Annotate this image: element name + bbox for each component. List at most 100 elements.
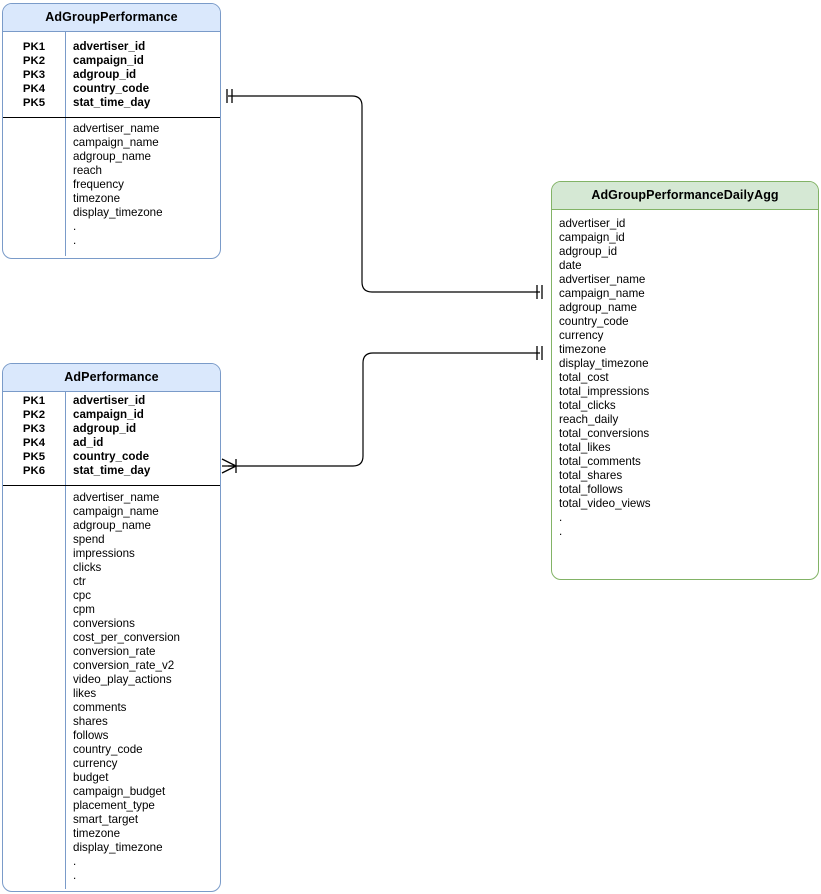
relationship-adgroup-to-agg[interactable]: [226, 89, 543, 299]
attribute-row: campaign_name: [3, 505, 220, 519]
primary-key-name: ad_id: [73, 435, 104, 449]
attribute-name: currency: [559, 328, 604, 342]
attribute-name: display_timezone: [73, 840, 163, 854]
attribute-name: currency: [73, 756, 118, 770]
primary-key-name: stat_time_day: [73, 95, 151, 109]
attribute-name: country_code: [73, 742, 143, 756]
attribute-row: comments: [3, 701, 220, 715]
attribute-name: campaign_name: [73, 135, 159, 149]
attribute-row: total_likes: [559, 441, 818, 455]
attribute-row: date: [559, 259, 818, 273]
entity-ad-performance[interactable]: AdPerformance PK1 advertiser_id PK2 camp…: [2, 363, 221, 892]
primary-key-name: country_code: [73, 81, 150, 95]
primary-key-tag: PK3: [22, 422, 46, 435]
attribute-row: adgroup_id: [559, 245, 818, 259]
entity-body-adgroup-performance: PK1 advertiser_id PK2 campaign_id PK3 ad…: [3, 31, 220, 256]
attribute-row: advertiser_name: [3, 122, 220, 136]
attribute-row: adgroup_name: [559, 301, 818, 315]
key-column-divider: [65, 31, 66, 256]
attribute-row: ctr: [3, 575, 220, 589]
cardinality-one-and-only-one-left: [226, 89, 233, 103]
attribute-name: display_timezone: [73, 205, 163, 219]
attribute-row: total_impressions: [559, 385, 818, 399]
attribute-row-ellipsis: .: [3, 220, 220, 234]
attribute-row: advertiser_id: [559, 217, 818, 231]
attribute-row: campaign_name: [3, 136, 220, 150]
attribute-row: frequency: [3, 178, 220, 192]
primary-key-tag: PK2: [22, 408, 46, 421]
primary-key-name: advertiser_id: [73, 39, 146, 53]
attribute-row: total_comments: [559, 455, 818, 469]
primary-key-tag: PK3: [22, 68, 46, 81]
primary-key-list-adgroup-performance: PK1 advertiser_id PK2 campaign_id PK3 ad…: [3, 32, 220, 110]
attribute-name: ctr: [73, 574, 86, 588]
attribute-row-ellipsis: .: [3, 234, 220, 248]
attribute-name: total_likes: [559, 440, 611, 454]
primary-key-name: advertiser_id: [73, 393, 146, 407]
attribute-name: display_timezone: [559, 356, 649, 370]
key-column-divider: [65, 391, 66, 889]
primary-key-name: campaign_id: [73, 407, 144, 421]
attribute-name: .: [73, 868, 77, 882]
primary-key-row: PK3 adgroup_id: [3, 422, 220, 436]
attribute-name: campaign_name: [73, 504, 159, 518]
attribute-row: display_timezone: [3, 841, 220, 855]
attribute-row: reach_daily: [559, 413, 818, 427]
attribute-name: campaign_id: [559, 230, 625, 244]
attribute-row: currency: [559, 329, 818, 343]
attribute-name: timezone: [559, 342, 607, 356]
attribute-row: smart_target: [3, 813, 220, 827]
attribute-name: likes: [73, 686, 97, 700]
primary-key-tag: PK1: [22, 394, 46, 407]
attribute-row: placement_type: [3, 799, 220, 813]
entity-body-ad-performance: PK1 advertiser_id PK2 campaign_id PK3 ad…: [3, 391, 220, 889]
primary-key-name: stat_time_day: [73, 463, 151, 477]
primary-key-row: PK3 adgroup_id: [3, 68, 220, 82]
attribute-name: .: [559, 524, 563, 538]
attribute-name: adgroup_name: [73, 149, 151, 163]
attribute-name: campaign_name: [559, 286, 645, 300]
attribute-row: campaign_id: [559, 231, 818, 245]
attribute-row: budget: [3, 771, 220, 785]
primary-key-name: campaign_id: [73, 53, 144, 67]
attribute-row: impressions: [3, 547, 220, 561]
attribute-name: reach: [73, 163, 103, 177]
attribute-row: conversion_rate_v2: [3, 659, 220, 673]
relationship-ad-to-agg[interactable]: [221, 346, 543, 474]
attribute-name: cost_per_conversion: [73, 630, 180, 644]
entity-adgroup-performance[interactable]: AdGroupPerformance PK1 advertiser_id PK2…: [2, 3, 221, 259]
key-attribute-divider: [3, 116, 220, 118]
cardinality-one-and-only-one-right-top: [536, 285, 543, 299]
attribute-name: smart_target: [73, 812, 139, 826]
attribute-name: clicks: [73, 560, 102, 574]
attribute-list-adgroup-performance: advertiser_name campaign_name adgroup_na…: [3, 110, 220, 248]
attribute-row: country_code: [559, 315, 818, 329]
attribute-row: total_clicks: [559, 399, 818, 413]
primary-key-row: PK4 country_code: [3, 82, 220, 96]
attribute-name: frequency: [73, 177, 124, 191]
attribute-name: total_follows: [559, 482, 623, 496]
attribute-name: timezone: [73, 826, 121, 840]
attribute-name: total_comments: [559, 454, 641, 468]
attribute-name: total_impressions: [559, 384, 650, 398]
attribute-row: cost_per_conversion: [3, 631, 220, 645]
primary-key-tag: PK6: [22, 464, 46, 477]
attribute-name: campaign_budget: [73, 784, 166, 798]
attribute-row: conversion_rate: [3, 645, 220, 659]
attribute-name: cpc: [73, 588, 92, 602]
attribute-row: advertiser_name: [3, 491, 220, 505]
attribute-row-ellipsis: .: [3, 869, 220, 883]
primary-key-row: PK5 country_code: [3, 450, 220, 464]
attribute-row: conversions: [3, 617, 220, 631]
attribute-row-ellipsis: .: [3, 855, 220, 869]
primary-key-tag: PK1: [22, 40, 46, 53]
attribute-name: total_cost: [559, 370, 609, 384]
attribute-list-adgroup-performance-daily-agg: advertiser_id campaign_id adgroup_id dat…: [552, 210, 818, 539]
attribute-name: budget: [73, 770, 109, 784]
primary-key-row: PK5 stat_time_day: [3, 96, 220, 110]
attribute-name: country_code: [559, 314, 629, 328]
attribute-row: timezone: [3, 827, 220, 841]
attribute-list-ad-performance: advertiser_name campaign_name adgroup_na…: [3, 478, 220, 883]
entity-adgroup-performance-daily-agg[interactable]: AdGroupPerformanceDailyAgg advertiser_id…: [551, 181, 819, 580]
attribute-name: date: [559, 258, 582, 272]
